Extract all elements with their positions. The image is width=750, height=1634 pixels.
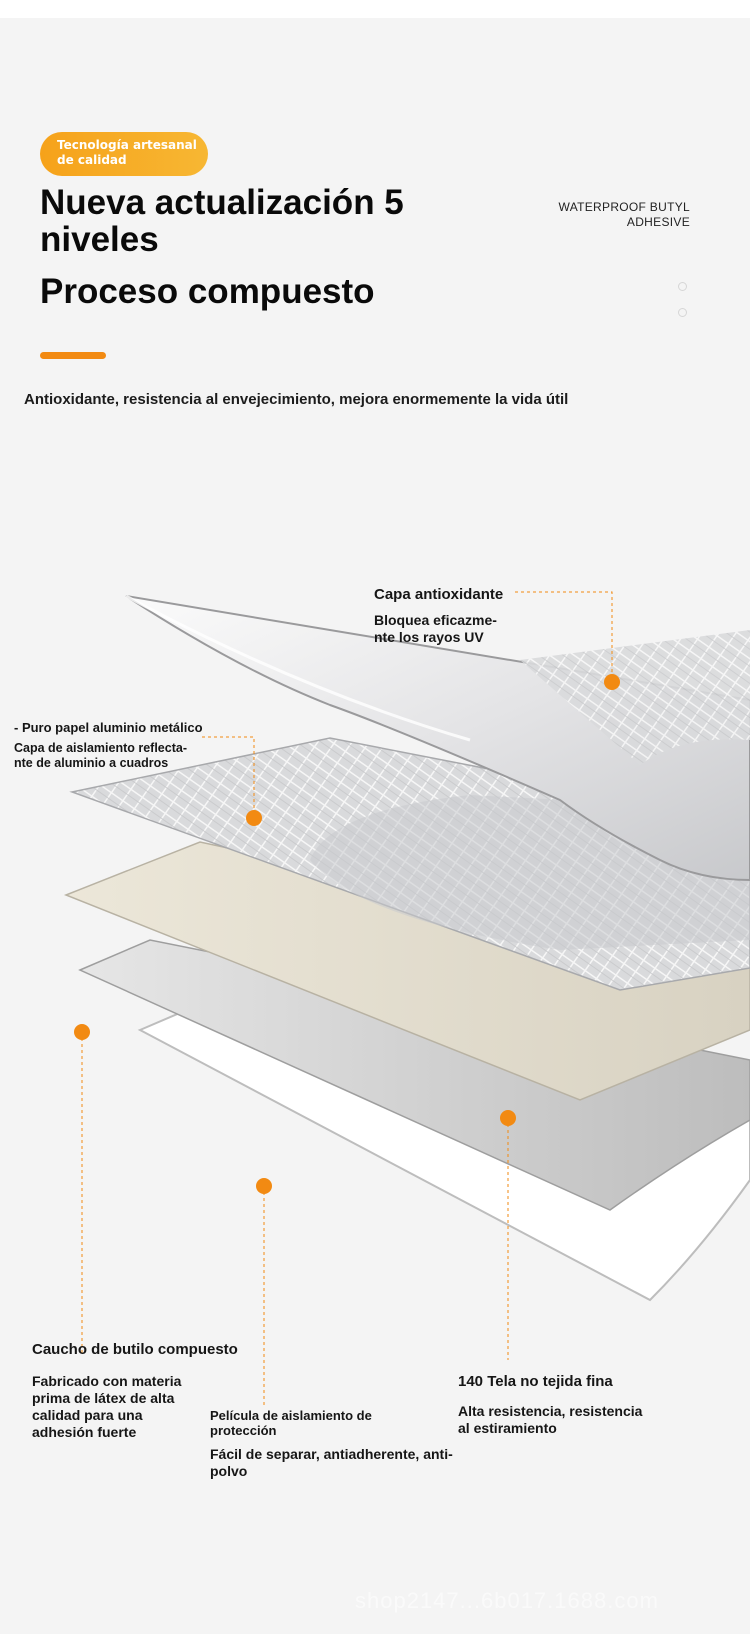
- side-label-line-1: WATERPROOF BUTYL: [558, 200, 690, 214]
- callout-title: 140 Tela no tejida fina: [458, 1373, 613, 1390]
- callout-aluminum: - Puro papel aluminio metálico Capa de a…: [14, 720, 274, 771]
- badge-line-2: de calidad: [57, 153, 127, 167]
- callout-desc: Fabricado con materia prima de látex de …: [32, 1373, 262, 1441]
- accent-bar: [40, 352, 106, 359]
- marker-dot-icon: [256, 1178, 272, 1194]
- callout-desc-line: nte los rayos UV: [374, 629, 484, 645]
- callout-desc: Alta resistencia, resistencia al estiram…: [458, 1403, 718, 1437]
- callout-antioxidant: Capa antioxidante Bloquea eficazme- nte …: [374, 585, 574, 646]
- callout-title: - Puro papel aluminio metálico: [14, 720, 203, 735]
- callout-title: Película de aislamiento de protección: [210, 1408, 500, 1438]
- callout-title-line: protección: [210, 1423, 277, 1438]
- callout-desc-line: Fácil de separar, antiadherente, anti-: [210, 1446, 453, 1462]
- side-label-line-2: ADHESIVE: [626, 215, 690, 229]
- page-title: Nueva actualización 5 niveles: [40, 183, 404, 259]
- callout-fabric: 140 Tela no tejida fina Alta resistencia…: [458, 1372, 718, 1437]
- page-subtitle: Proceso compuesto: [40, 272, 375, 311]
- callout-title-line: Película de aislamiento de: [210, 1408, 372, 1423]
- callout-desc: Fácil de separar, antiadherente, anti- p…: [210, 1446, 500, 1480]
- callout-desc-line: prima de látex de alta: [32, 1390, 175, 1406]
- decor-dot-icon: [678, 308, 687, 317]
- badge-line-1: Tecnología artesanal: [57, 138, 197, 152]
- marker-dot-icon: [74, 1024, 90, 1040]
- intro-text: Antioxidante, resistencia al envejecimie…: [24, 391, 569, 408]
- callout-desc-line: polvo: [210, 1463, 248, 1479]
- callout-desc-line: Capa de aislamiento reflecta-: [14, 741, 187, 755]
- callout-desc-line: Fabricado con materia: [32, 1373, 182, 1389]
- callout-desc-line: adhesión fuerte: [32, 1424, 137, 1440]
- callout-desc-line: al estiramiento: [458, 1420, 557, 1436]
- callout-film: Película de aislamiento de protección Fá…: [210, 1408, 500, 1480]
- callout-title: Caucho de butilo compuesto: [32, 1341, 238, 1358]
- top-strip: [0, 0, 750, 18]
- watermark: shop2147...6b017.1688.com: [355, 1588, 659, 1613]
- antioxidant-top-layer: [125, 595, 750, 882]
- butyl-layer: [63, 841, 750, 1101]
- callout-desc-line: nte de aluminio a cuadros: [14, 756, 169, 770]
- decor-dot-icon: [678, 282, 687, 291]
- callout-desc-line: calidad para una: [32, 1407, 143, 1423]
- callout-desc: Bloquea eficazme- nte los rayos UV: [374, 612, 574, 646]
- marker-dot-icon: [604, 674, 620, 690]
- callout-butyl: Caucho de butilo compuesto Fabricado con…: [32, 1340, 262, 1441]
- marker-dot-icon: [500, 1110, 516, 1126]
- leader-antioxidant: [515, 591, 613, 682]
- quality-badge: Tecnología artesanal de calidad: [40, 132, 208, 176]
- marker-dot-icon: [246, 810, 262, 826]
- callout-desc-line: Bloquea eficazme-: [374, 612, 497, 628]
- side-label: WATERPROOF BUTYL ADHESIVE: [490, 200, 690, 230]
- layers-illustration: [63, 591, 750, 1408]
- callout-desc-line: Alta resistencia, resistencia: [458, 1403, 643, 1419]
- callout-title: Capa antioxidante: [374, 586, 504, 603]
- callout-desc: Capa de aislamiento reflecta- nte de alu…: [14, 741, 274, 771]
